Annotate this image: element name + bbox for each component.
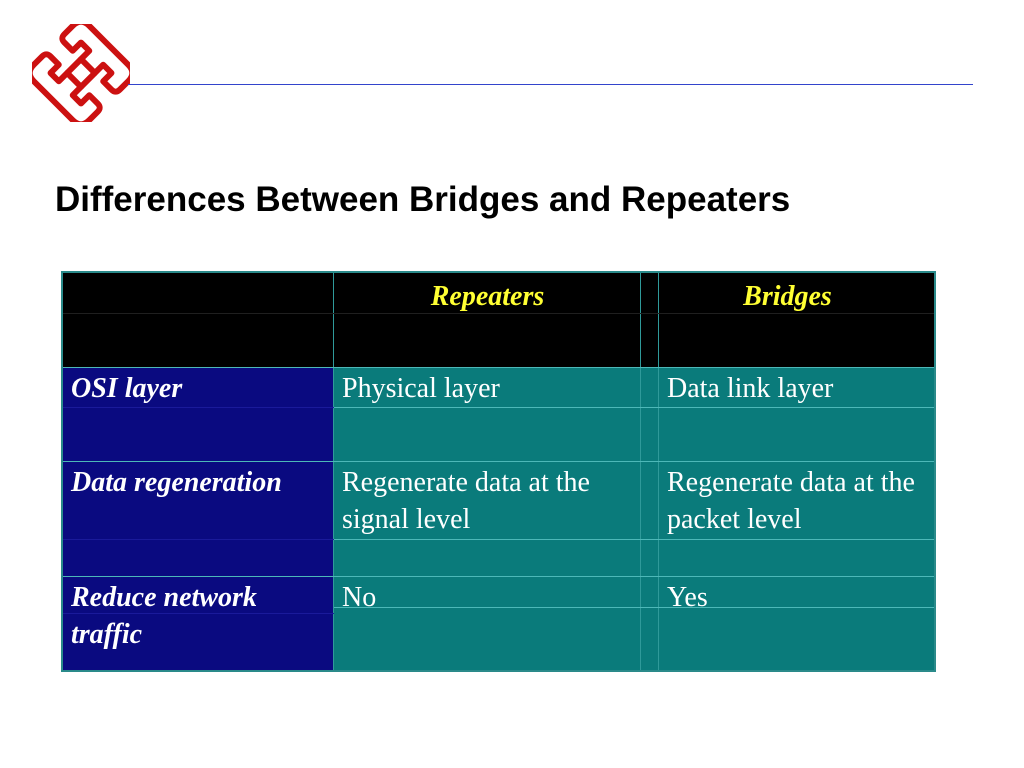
grid-line [63,367,934,368]
grid-line [63,613,334,614]
cell-bridges-data-regeneration: Regenerate data at the packet level [641,461,934,576]
header-cell-repeaters: Repeaters [334,273,641,367]
grid-line [334,407,934,408]
cell-bridges-osi-layer: Data link layer [641,367,934,461]
grid-line [640,273,641,670]
row-label-osi-layer: OSI layer [63,367,334,461]
grid-line [63,461,934,462]
grid-line [658,273,659,670]
grid-line [334,539,934,540]
cell-repeaters-reduce-traffic: No [334,576,641,670]
grid-line [63,313,934,314]
grid-line [63,539,334,540]
grid-line [63,407,334,408]
comparison-table: Repeaters Bridges OSI layer Physical lay… [61,271,936,672]
header-cell-empty [63,273,334,367]
row-label-data-regeneration: Data regeneration [63,461,334,576]
grid-line [333,273,334,670]
university-logo-icon [32,24,130,122]
cell-bridges-reduce-traffic: Yes [641,576,934,670]
grid-line [334,607,934,608]
header-rule [128,84,973,85]
grid-line [63,576,934,577]
cell-repeaters-data-regeneration: Regenerate data at the signal level [334,461,641,576]
row-label-reduce-traffic: Reduce network traffic [63,576,334,670]
cell-repeaters-osi-layer: Physical layer [334,367,641,461]
header-cell-bridges: Bridges [641,273,934,367]
slide-title: Differences Between Bridges and Repeater… [55,180,791,219]
